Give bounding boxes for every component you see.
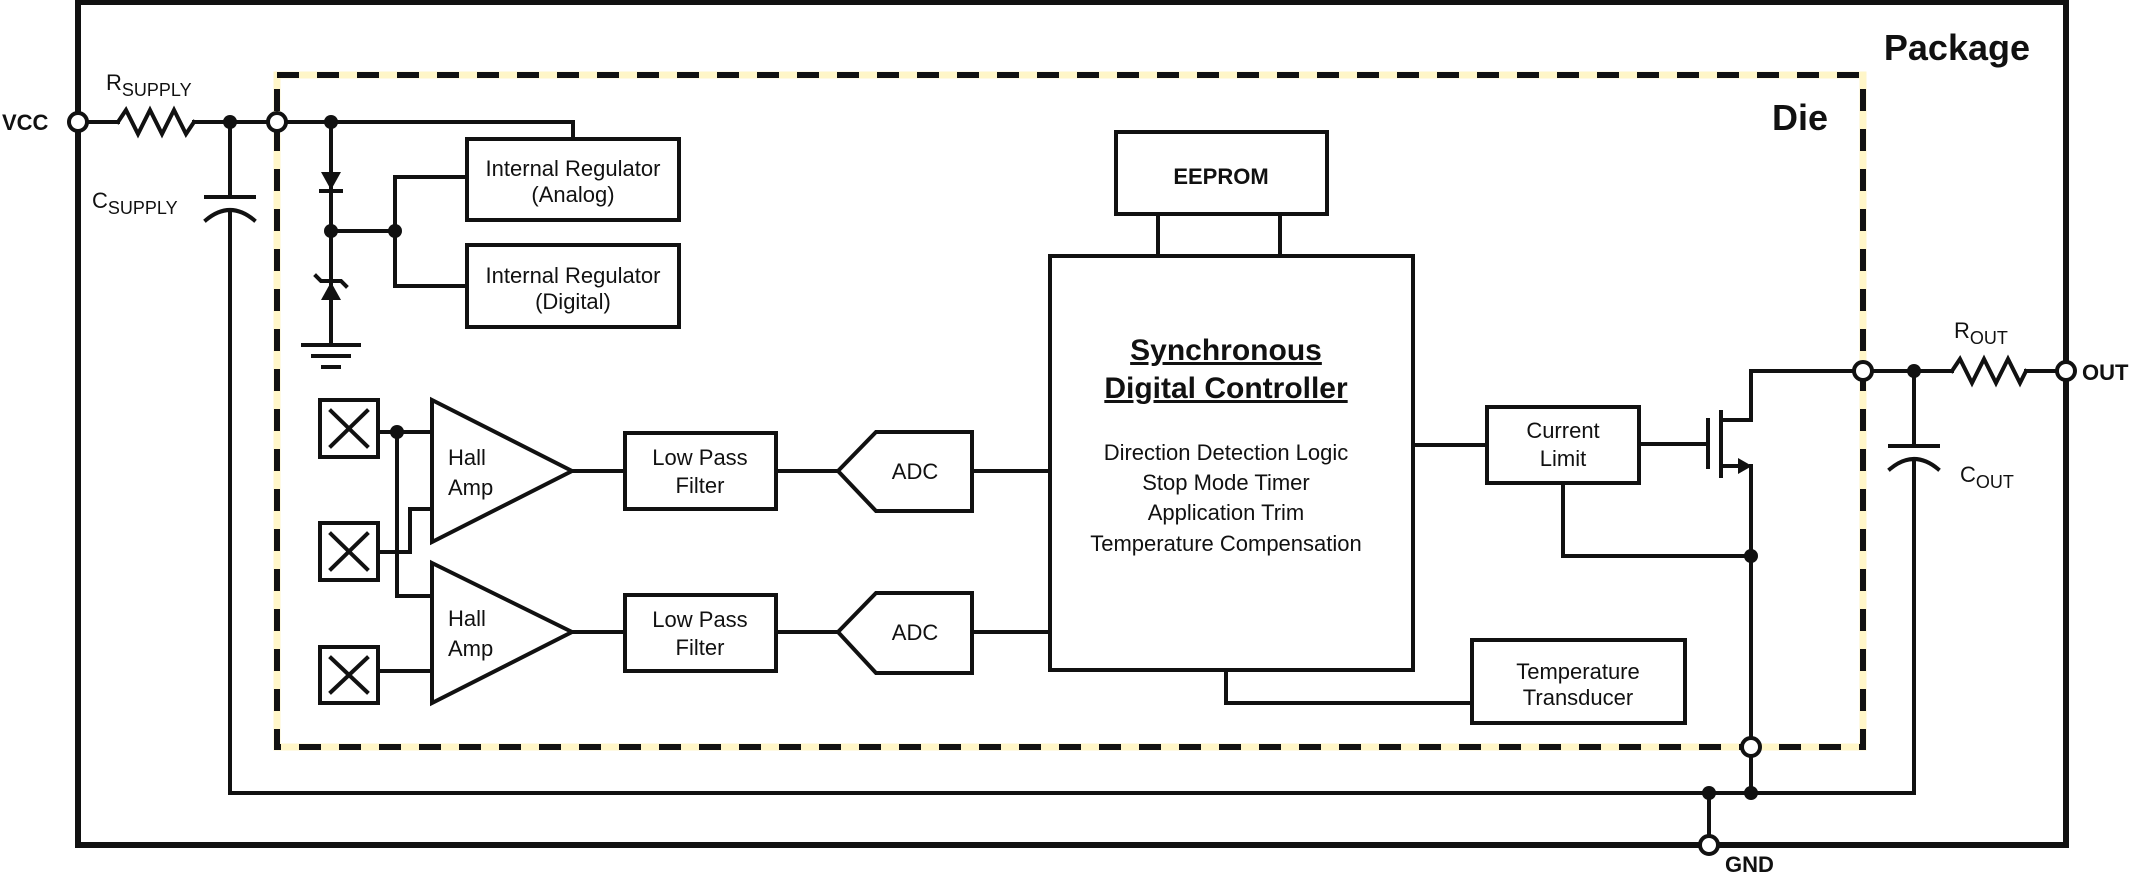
junction-dot xyxy=(1702,786,1716,800)
svg-text:Synchronous: Synchronous xyxy=(1130,334,1322,367)
svg-text:ADC: ADC xyxy=(892,459,939,484)
c-supply-capacitor xyxy=(203,120,1916,795)
svg-text:Low Pass: Low Pass xyxy=(652,445,747,470)
junction-dot xyxy=(1744,786,1758,800)
hall-sensor-2 xyxy=(318,521,380,582)
hall-wires xyxy=(376,430,434,673)
regulator-analog-block: Internal Regulator (Analog) xyxy=(465,137,681,222)
svg-text:Application Trim: Application Trim xyxy=(1148,500,1305,525)
diode-icon xyxy=(321,172,341,190)
svg-text:Transducer: Transducer xyxy=(1523,685,1633,710)
low-pass-filter-1: Low Pass Filter xyxy=(623,431,778,511)
svg-text:Hall: Hall xyxy=(448,606,486,631)
output-mosfet-icon xyxy=(1706,369,1857,795)
die-outline xyxy=(273,71,1867,751)
svg-text:Limit: Limit xyxy=(1540,446,1586,471)
hall-amp-1: Hall Amp xyxy=(430,396,577,546)
svg-text:Low Pass: Low Pass xyxy=(652,607,747,632)
r-out-label: ROUT xyxy=(1954,318,2008,348)
package-label: Package xyxy=(1884,27,2030,68)
hall-sensor-1 xyxy=(318,398,380,459)
ground-icon xyxy=(301,343,361,369)
svg-text:Filter: Filter xyxy=(676,635,725,660)
c-out-label: COUT xyxy=(1960,462,2014,492)
die-gnd-pad xyxy=(1740,736,1762,758)
die-vcc-pad xyxy=(266,111,288,133)
junction-dot xyxy=(388,224,402,238)
die-out-pad xyxy=(1852,360,1874,382)
svg-text:Temperature Compensation: Temperature Compensation xyxy=(1090,531,1361,556)
svg-text:Hall: Hall xyxy=(448,445,486,470)
svg-text:Stop Mode Timer: Stop Mode Timer xyxy=(1142,470,1310,495)
out-label: OUT xyxy=(2082,360,2129,385)
gnd-pin xyxy=(1698,834,1720,856)
svg-text:Amp: Amp xyxy=(448,475,493,500)
out-pin xyxy=(2055,360,2077,382)
package-outline xyxy=(75,0,2069,848)
svg-text:(Analog): (Analog) xyxy=(531,182,614,207)
svg-text:Digital Controller: Digital Controller xyxy=(1104,372,1348,405)
c-supply-label: CSUPPLY xyxy=(92,188,178,218)
digital-controller-block: Synchronous Digital Controller Direction… xyxy=(1048,254,1415,672)
junction-dot xyxy=(324,224,338,238)
r-supply-label: RSUPPLY xyxy=(106,70,192,100)
hall-sensor-3 xyxy=(318,645,380,705)
junction-dot xyxy=(324,115,338,129)
output-wires xyxy=(1869,354,2060,795)
hall-amp-2: Hall Amp xyxy=(430,559,577,707)
vcc-pin xyxy=(67,111,89,133)
svg-text:Temperature: Temperature xyxy=(1516,659,1640,684)
svg-text:Amp: Amp xyxy=(448,636,493,661)
supply-protection xyxy=(301,120,469,369)
adc-1: ADC xyxy=(835,430,974,513)
eeprom-block: EEPROM xyxy=(1114,130,1329,258)
svg-text:Filter: Filter xyxy=(676,473,725,498)
current-limit-block: Current Limit xyxy=(1411,405,1753,558)
regulator-digital-block: Internal Regulator (Digital) xyxy=(465,243,681,329)
gnd-label: GND xyxy=(1725,852,1774,877)
svg-text:Direction Detection Logic: Direction Detection Logic xyxy=(1104,440,1349,465)
junction-dot xyxy=(1907,364,1921,378)
vcc-label: VCC xyxy=(2,110,49,135)
svg-text:EEPROM: EEPROM xyxy=(1173,164,1268,189)
junction-dot xyxy=(223,115,237,129)
adc-2: ADC xyxy=(835,591,974,675)
svg-text:ADC: ADC xyxy=(892,620,939,645)
svg-text:(Digital): (Digital) xyxy=(535,289,611,314)
junction-dot xyxy=(390,425,404,439)
zener-diode-icon xyxy=(321,282,341,300)
svg-text:Internal Regulator: Internal Regulator xyxy=(486,156,661,181)
svg-text:Current: Current xyxy=(1526,418,1599,443)
svg-text:Internal Regulator: Internal Regulator xyxy=(486,263,661,288)
low-pass-filter-2: Low Pass Filter xyxy=(623,593,778,673)
die-label: Die xyxy=(1772,97,1828,138)
junction-dot xyxy=(1744,549,1758,563)
temperature-transducer-block: Temperature Transducer xyxy=(1224,638,1687,725)
signal-wires xyxy=(570,469,1052,634)
